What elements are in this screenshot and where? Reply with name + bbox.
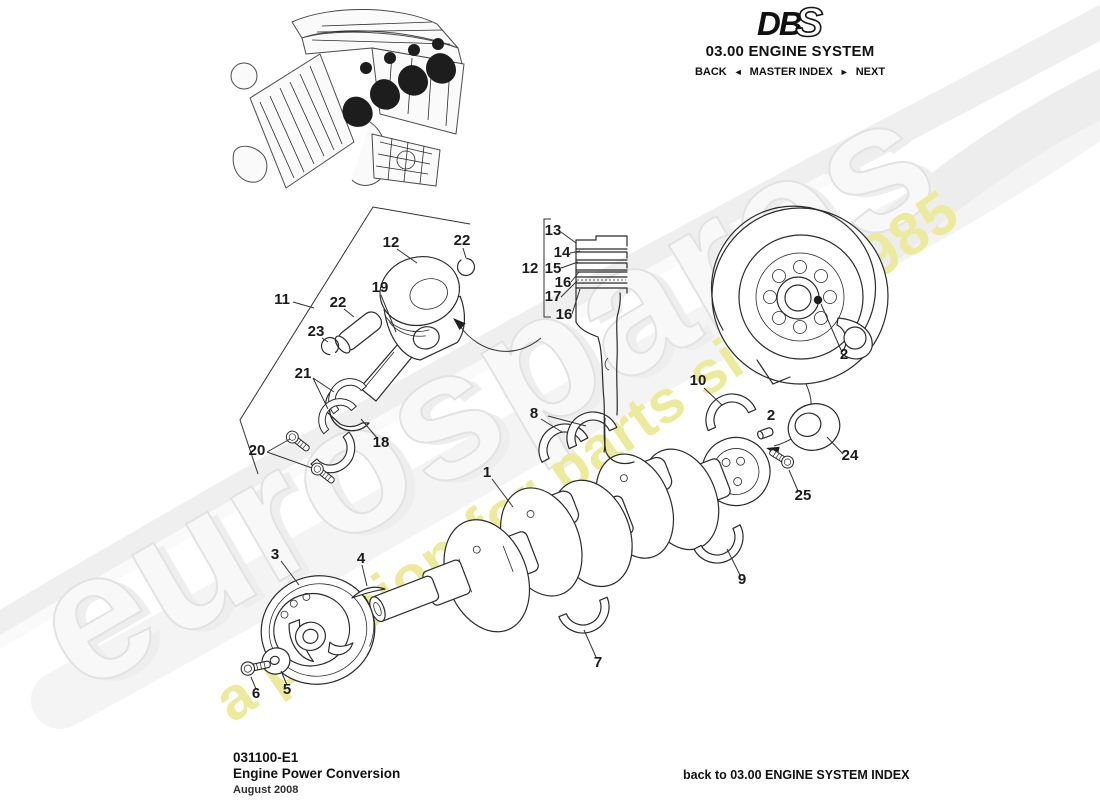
callout-9-23[interactable]: 9 xyxy=(738,571,746,588)
footer-left: 031100-E1 Engine Power Conversion August… xyxy=(233,750,400,797)
nav-master-index[interactable]: MASTER INDEX xyxy=(749,66,833,78)
callout-11-2[interactable]: 11 xyxy=(274,291,290,308)
nav-back[interactable]: BACK xyxy=(694,66,727,78)
callout-2-16[interactable]: 2 xyxy=(840,346,848,363)
callout-18-8[interactable]: 18 xyxy=(373,434,390,451)
nav-back-arrow-icon[interactable]: ◄ xyxy=(733,67,743,77)
woodruff-key xyxy=(351,586,386,599)
callout-21-6[interactable]: 21 xyxy=(295,365,312,382)
callout-16-13[interactable]: 16 xyxy=(555,274,572,291)
back-to-index-link[interactable]: back to 03.00 ENGINE SYSTEM INDEX xyxy=(683,768,910,782)
callout-16-15[interactable]: 16 xyxy=(556,306,573,323)
flywheel xyxy=(710,205,889,456)
callout-3-24[interactable]: 3 xyxy=(271,546,279,563)
callout-12-11[interactable]: 12 xyxy=(522,260,539,277)
flywheel-dowel-hole xyxy=(813,295,823,305)
callout-10-17[interactable]: 10 xyxy=(690,372,707,389)
nav-next-arrow-icon[interactable]: ► xyxy=(839,67,849,77)
callout-4-25[interactable]: 4 xyxy=(357,550,366,567)
system-title: 03.00 ENGINE SYSTEM xyxy=(705,43,875,60)
callout-2-19[interactable]: 2 xyxy=(767,407,775,424)
callout-22-1[interactable]: 22 xyxy=(454,232,471,249)
group-bracket-12 xyxy=(543,218,551,318)
rear-small-parts xyxy=(757,403,841,471)
callout-25-22[interactable]: 25 xyxy=(795,487,812,504)
group-bracket-11 xyxy=(239,206,471,475)
callout-14-10[interactable]: 14 xyxy=(554,244,571,261)
pulley-assembly xyxy=(239,575,386,685)
header: DB S 03.00 ENGINE SYSTEM BACK ◄ MASTER I… xyxy=(690,0,890,78)
callout-8-18[interactable]: 8 xyxy=(530,405,538,422)
highlighted-crank-parts xyxy=(342,38,456,127)
callout-23-5[interactable]: 23 xyxy=(308,323,325,340)
callout-5-27[interactable]: 5 xyxy=(283,681,291,698)
crankshaft xyxy=(369,436,771,633)
pilot-bush xyxy=(787,403,841,451)
logo-s: S xyxy=(795,0,824,46)
dowel-pin xyxy=(757,427,774,440)
dbs-logo: DB S xyxy=(690,0,890,46)
callout-19-4[interactable]: 19 xyxy=(372,279,389,296)
flywheel-bolt xyxy=(766,445,797,471)
leader-lines xyxy=(250,231,844,690)
piston-conrod-assembly xyxy=(239,206,477,487)
callout-15-12[interactable]: 15 xyxy=(545,260,562,277)
callout-22-3[interactable]: 22 xyxy=(330,294,347,311)
callout-17-14[interactable]: 17 xyxy=(545,288,562,305)
drawing-code: 031100-E1 xyxy=(233,750,299,765)
callout-6-28[interactable]: 6 xyxy=(252,685,260,702)
callout-12-0[interactable]: 12 xyxy=(383,234,400,251)
nav-next[interactable]: NEXT xyxy=(855,66,886,78)
callout-24-20[interactable]: 24 xyxy=(842,447,859,464)
piston-ring-detail xyxy=(449,218,635,465)
callout-13-9[interactable]: 13 xyxy=(545,222,562,239)
callout-1-21[interactable]: 1 xyxy=(483,464,491,481)
drawing-title: Engine Power Conversion xyxy=(233,765,401,781)
logo-db: DB xyxy=(756,5,803,42)
callout-7-26[interactable]: 7 xyxy=(594,654,602,671)
drawing-date: August 2008 xyxy=(233,783,299,796)
callout-20-7[interactable]: 20 xyxy=(249,442,266,459)
header-nav: BACK ◄ MASTER INDEX ► NEXT xyxy=(690,66,890,78)
engine-overview-illustration xyxy=(230,8,465,189)
